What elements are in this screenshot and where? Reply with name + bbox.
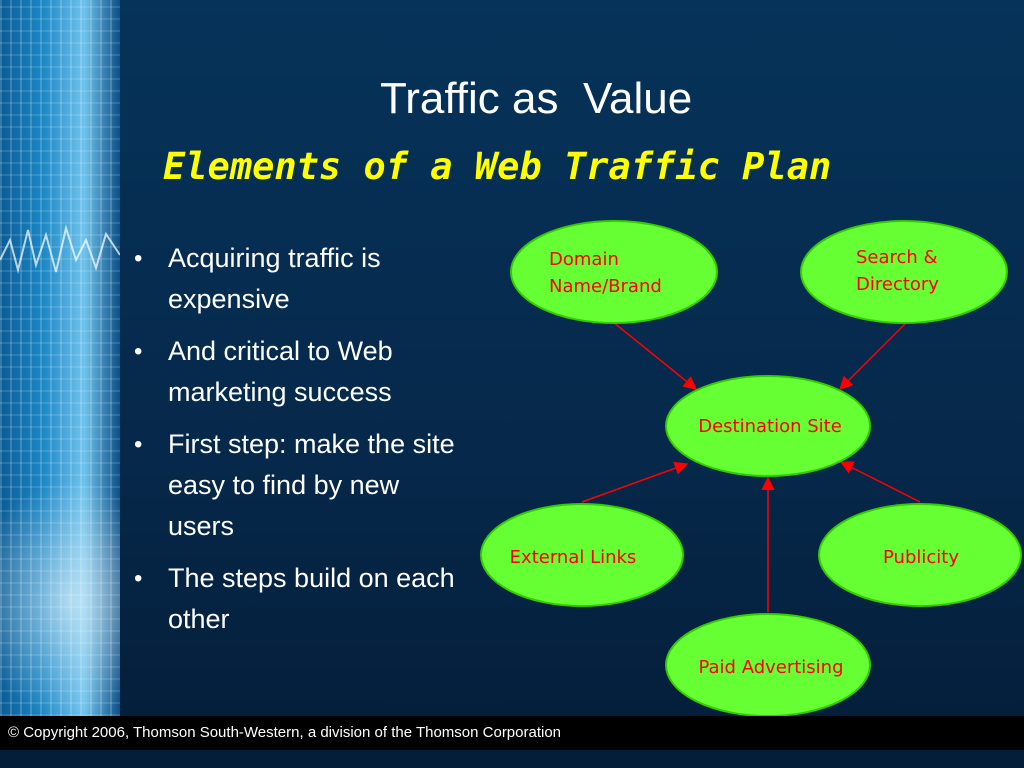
- traffic-plan-diagram: Domain Name/Brand Search & Directory Des…: [480, 220, 1022, 716]
- node-paid-advertising: Paid Advertising: [665, 613, 871, 716]
- node-label: Directory: [856, 274, 939, 295]
- arrow-domain-to-destination: [612, 321, 698, 390]
- slide-title: Traffic as Value: [380, 74, 693, 123]
- node-domain-name-brand: Domain Name/Brand: [510, 220, 718, 324]
- node-label: Paid Advertising: [698, 657, 843, 678]
- node-label: Name/Brand: [549, 276, 662, 297]
- bullet-text: The steps build on each other: [168, 563, 455, 634]
- slide-subtitle: Elements of a Web Traffic Plan: [163, 145, 832, 188]
- bullet-item: • First step: make the site easy to find …: [130, 424, 460, 547]
- node-label: External Links: [510, 547, 637, 568]
- bullet-text: First step: make the site easy to find b…: [168, 429, 455, 541]
- bullet-dot: •: [134, 431, 143, 458]
- bullet-text: And critical to Web marketing success: [168, 336, 393, 407]
- arrow-publicity-to-destination: [839, 461, 921, 503]
- bullet-list: • Acquiring traffic is expensive • And cri…: [130, 238, 460, 651]
- bullet-text: Acquiring traffic is expensive: [168, 243, 381, 314]
- node-search-directory: Search & Directory: [800, 220, 1008, 324]
- node-label: Domain: [549, 249, 619, 270]
- node-label: Search &: [856, 247, 938, 268]
- bottom-band: [0, 750, 1024, 768]
- bullet-item: • Acquiring traffic is expensive: [130, 238, 460, 320]
- decorative-chart-strip: [0, 0, 120, 716]
- wave-line-graphic: [0, 224, 120, 274]
- arrow-external-to-destination: [581, 461, 689, 503]
- node-label: Publicity: [883, 547, 959, 568]
- bullet-item: • And critical to Web marketing success: [130, 331, 460, 413]
- bullet-dot: •: [134, 565, 143, 592]
- bullet-dot: •: [134, 245, 143, 272]
- node-external-links: External Links: [480, 503, 684, 607]
- copyright-bar: © Copyright 2006, Thomson South-Western,…: [0, 716, 1024, 750]
- light-glow: [0, 470, 120, 716]
- node-destination-site: Destination Site: [665, 375, 871, 477]
- copyright-text: © Copyright 2006, Thomson South-Western,…: [8, 724, 562, 741]
- bullet-item: • The steps build on each other: [130, 558, 460, 640]
- node-publicity: Publicity: [818, 503, 1022, 607]
- arrow-search-to-destination: [839, 323, 906, 390]
- node-label: Destination Site: [698, 416, 842, 437]
- bullet-dot: •: [134, 338, 143, 365]
